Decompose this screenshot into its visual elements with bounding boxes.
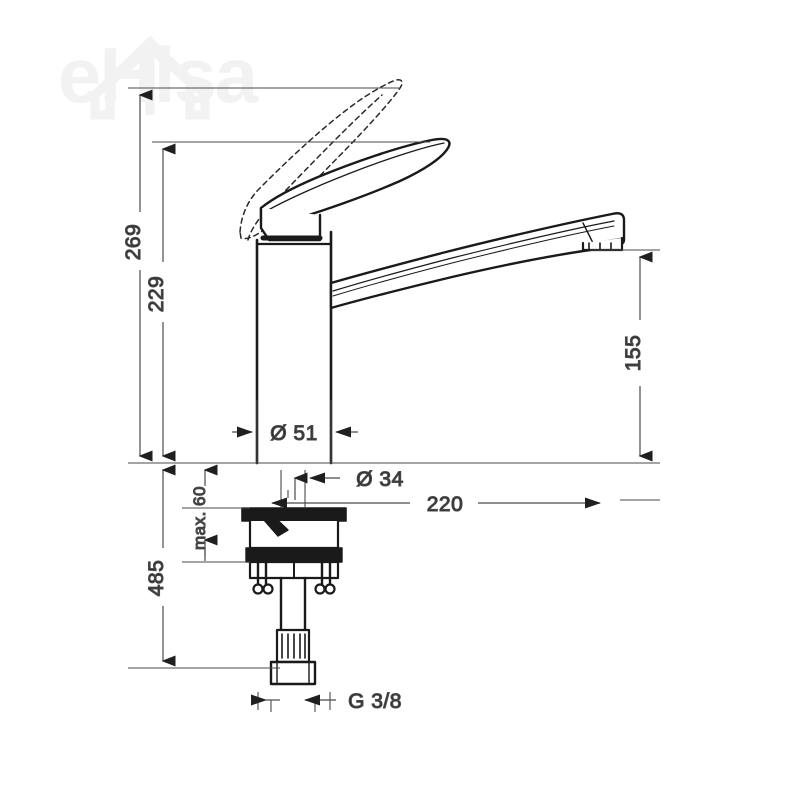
lever-handle [259,137,451,242]
mounting-gasket [245,547,343,563]
faucet-illustration [239,79,626,686]
watermark-text: eHisa [58,31,259,119]
dimension-diameter-34-label: Ø 34 [356,468,404,491]
threaded-coupling [275,628,311,664]
watermark: eHisa [58,31,261,120]
dimension-lines: 269 229 485 max. 60 [121,87,660,714]
base-flange [241,507,347,550]
dimension-max-60-label: max. 60 [190,486,209,550]
hex-nut-connection [269,660,317,686]
swivel-spout [329,212,626,310]
dimension-diameter-34: Ø 34 [280,467,404,508]
dimension-diameter-51-label: Ø 51 [270,422,318,445]
dimension-269-label: 269 [122,224,145,261]
extension-lines [128,87,660,710]
dimension-155-label: 155 [622,335,645,372]
dimension-g38-label: G 3/8 [348,690,402,713]
dimension-220-label: 220 [427,493,464,516]
dimension-g38: G 3/8 [251,689,402,714]
dimension-220: 220 [271,492,601,517]
dimension-229: 229 [144,143,176,462]
dimension-155: 155 [621,251,653,462]
dimension-485-label: 485 [145,560,168,597]
mounting-bracket [248,560,340,595]
house-outline-icon [90,35,210,120]
dimension-269: 269 [121,89,153,462]
dimension-max-60: max. 60 [189,464,218,561]
dimension-229-label: 229 [145,276,168,313]
dimension-485: 485 [144,464,176,667]
dimension-diameter-51: Ø 51 [232,400,358,463]
shank-tube [279,576,307,632]
